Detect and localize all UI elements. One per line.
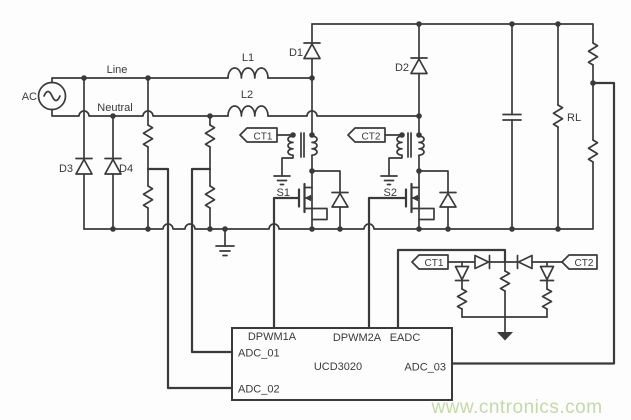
- ct2-tag-power: CT2: [347, 127, 403, 143]
- ct2-sense-label: CT2: [575, 258, 594, 269]
- pin-adc01: ADC_01: [238, 348, 280, 360]
- inductor-l2: L2: [227, 89, 269, 117]
- neutral-label: Neutral: [97, 102, 132, 114]
- pin-eadc: EADC: [390, 332, 421, 344]
- s2-label: S2: [384, 187, 397, 199]
- dpwm2a-gate-wire: [367, 196, 408, 330]
- pin-adc03: ADC_03: [404, 362, 446, 374]
- sine-icon: [43, 90, 61, 102]
- diode-d1: D1: [289, 23, 321, 79]
- adc02-route-wire: [146, 167, 234, 390]
- eadc-route-wire: [396, 248, 507, 330]
- ct1-sense-label: CT1: [425, 258, 444, 269]
- ct-sense-network: CT1 CT2: [396, 248, 598, 341]
- line-wire: Line: [51, 64, 315, 84]
- current-transformer-ct1: [273, 77, 318, 186]
- mosfet-arrow-icon: [411, 194, 418, 202]
- main-ground: [215, 228, 235, 257]
- diode-d2: D2: [395, 23, 428, 117]
- s2-antiparallel-diode: [418, 170, 457, 230]
- top-bus: [311, 21, 594, 44]
- adc01-route-wire: [190, 167, 234, 354]
- watermark-text: www.cntronics.com: [430, 397, 602, 418]
- ct1-tag-power: CT1: [239, 127, 294, 143]
- line-sense-divider: [142, 77, 234, 390]
- s1-antiparallel-diode: [311, 170, 349, 230]
- ct1-tag-sense: CT1: [411, 254, 449, 270]
- l1-label: L1: [242, 52, 254, 64]
- ground-icon: [273, 175, 291, 186]
- mosfet-arrow-icon: [304, 194, 311, 202]
- ct2-tag-label: CT2: [362, 132, 381, 143]
- diode-d3: D3: [59, 77, 93, 230]
- dpwm1a-gate-wire: [272, 196, 301, 330]
- mosfet-s2: S2: [367, 154, 435, 330]
- l2-label: L2: [241, 89, 253, 101]
- line-label: Line: [107, 64, 128, 76]
- ground-icon: [380, 175, 398, 186]
- series-diode-right: [517, 254, 533, 270]
- transformer-core: [407, 132, 412, 158]
- mosfet-s1: S1: [272, 154, 328, 330]
- neutral-sense-divider: [190, 115, 234, 354]
- controller-block: DPWM1A DPWM2A EADC ADC_01 ADC_02 UCD3020…: [231, 327, 453, 401]
- ground-icon: [215, 245, 235, 257]
- ground-icon: [497, 332, 513, 341]
- pin-dpwm2a: DPWM2A: [333, 332, 382, 344]
- center-shunt-resistor: [461, 261, 548, 341]
- ac-source: AC: [22, 81, 67, 111]
- ct1-tag-label: CT1: [254, 132, 273, 143]
- adc03-route-wire: [450, 81, 616, 365]
- shunt-diode-resistor-left: [454, 261, 470, 318]
- pin-adc02: ADC_02: [238, 384, 280, 396]
- d4-label: D4: [119, 163, 133, 175]
- output-capacitor: [502, 23, 522, 230]
- neutral-wire: Neutral: [51, 102, 422, 119]
- output-voltage-divider: [450, 42, 616, 365]
- d2-label: D2: [395, 62, 409, 74]
- rl-label: RL: [567, 112, 581, 124]
- s1-label: S1: [277, 187, 290, 199]
- load-rl: RL: [552, 23, 581, 230]
- ac-label: AC: [22, 91, 37, 103]
- series-diode-left: [474, 254, 490, 270]
- controller-outline: [231, 327, 453, 401]
- current-transformer-ct2: [380, 115, 425, 186]
- shunt-diode-resistor-right: [539, 261, 555, 318]
- inductor-l1: L1: [227, 52, 269, 79]
- d1-label: D1: [289, 47, 303, 59]
- diode-d4: D4: [104, 115, 133, 230]
- d3-label: D3: [59, 163, 73, 175]
- pin-dpwm1a: DPWM1A: [248, 331, 297, 343]
- transformer-core: [300, 132, 305, 158]
- controller-name: UCD3020: [314, 361, 362, 373]
- ct2-tag-sense: CT2: [561, 254, 598, 270]
